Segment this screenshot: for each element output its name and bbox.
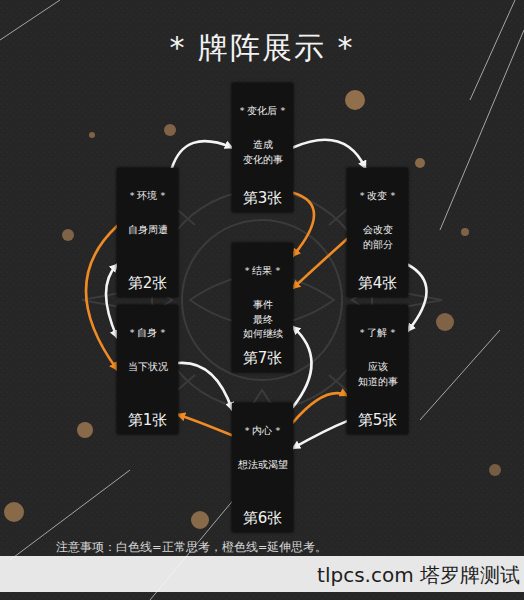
note-text: 注意事项：白色线=正常思考，橙色线=延伸思考。 <box>56 540 327 555</box>
card-meaning: 事件 最终 如何继续 <box>242 298 284 342</box>
watermark: tlpcs.com 塔罗牌测试 <box>317 562 520 589</box>
card-number: 第7张 <box>243 349 283 368</box>
card-number: 第4张 <box>358 274 398 293</box>
spread-title: * 牌阵展示 * <box>0 28 524 69</box>
card-number: 第3张 <box>243 189 283 208</box>
normal-thought-arrow <box>293 140 365 168</box>
card-heading: * 了解 * <box>350 327 405 340</box>
normal-thought-arrow <box>178 363 232 410</box>
card-number: 第5张 <box>358 411 398 430</box>
tarot-card: * 自身 * 当下状况第1张 <box>117 305 178 434</box>
card-number: 第6张 <box>243 509 283 528</box>
bokeh-dots <box>4 90 501 529</box>
tarot-card: * 改变 * 会改变 的部分第4张 <box>347 168 408 297</box>
tarot-card: * 结果 * 事件 最终 如何继续第7张 <box>232 243 293 372</box>
extended-thought-arrow <box>293 193 314 256</box>
extended-thought-arrow <box>178 415 232 436</box>
normal-thought-arrow <box>293 327 312 407</box>
tarot-card: * 了解 * 应该 知道的事第5张 <box>347 305 408 434</box>
card-heading: * 自身 * <box>120 327 175 340</box>
extended-thought-arrow <box>86 226 117 369</box>
card-number: 第1张 <box>128 411 168 430</box>
card-heading: * 改变 * <box>350 190 405 203</box>
card-meaning: 会改变 的部分 <box>350 223 405 252</box>
card-heading: * 结果 * <box>235 265 290 278</box>
card-meaning: 想法或渴望 <box>235 458 290 473</box>
normal-thought-arrow <box>293 421 347 448</box>
card-meaning: 当下状况 <box>120 360 175 375</box>
tarot-card: * 环境 * 自身周遭第2张 <box>117 168 178 297</box>
extended-thought-arrow <box>293 239 347 288</box>
card-heading: * 环境 * <box>120 190 175 203</box>
card-heading: * 变化后 * <box>235 105 290 118</box>
tarot-card: * 内心 * 想法或渴望第6张 <box>232 403 293 532</box>
normal-thought-arrow <box>106 265 117 338</box>
card-meaning: 自身周遭 <box>120 223 175 238</box>
normal-thought-arrow <box>172 141 232 168</box>
normal-thought-arrow <box>408 265 427 331</box>
card-number: 第2张 <box>128 274 168 293</box>
tarot-card: * 变化后 * 造成 变化的事第3张 <box>232 83 293 212</box>
card-meaning: 造成 变化的事 <box>235 138 290 167</box>
card-meaning: 应该 知道的事 <box>350 360 405 389</box>
card-heading: * 内心 * <box>235 425 290 438</box>
